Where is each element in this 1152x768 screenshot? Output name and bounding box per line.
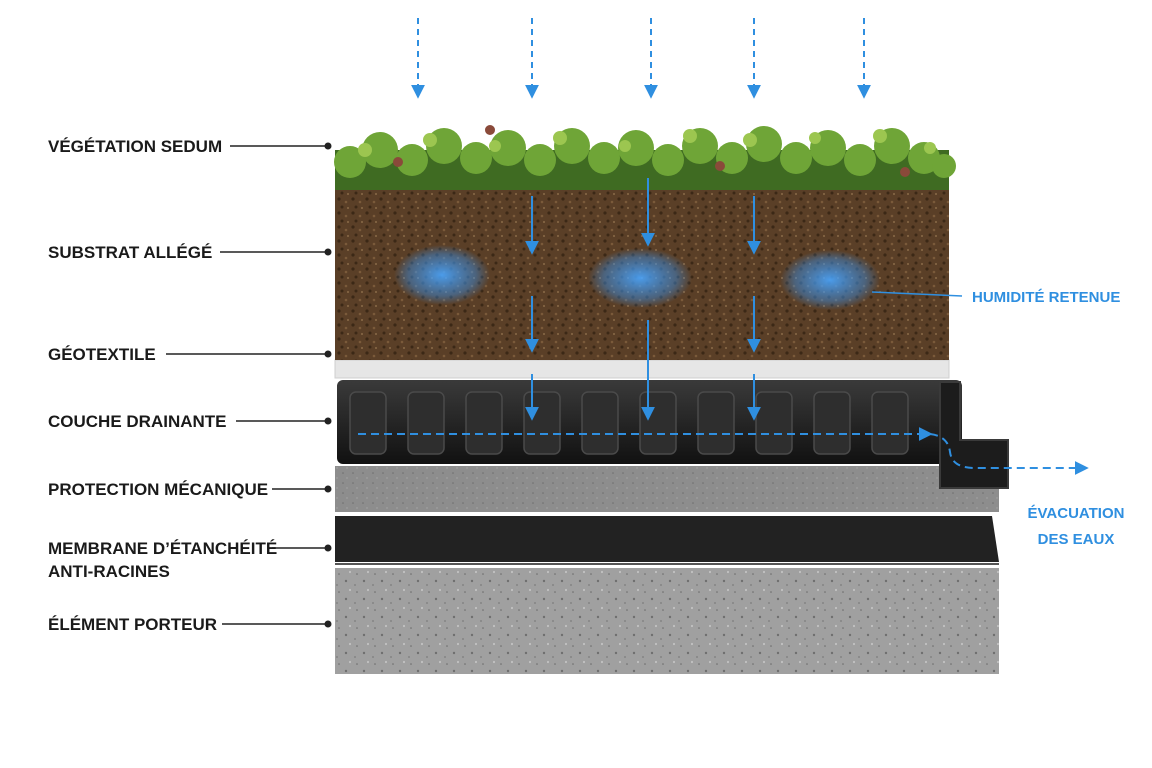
label-vegetation: VÉGÉTATION SEDUM [48,137,222,156]
layer-membrane [335,516,999,562]
layer-vegetation [334,125,956,190]
label-leaders [166,145,326,625]
infiltration-arrows [525,178,761,421]
annotation-evacuation-line2: DES EAUX [1038,531,1115,548]
moisture-spots [394,245,880,310]
layer-protection [335,466,999,512]
label-geotextile: GÉOTEXTILE [48,345,156,364]
annotation-humidite: HUMIDITÉ RETENUE [972,289,1120,306]
label-membrane-line2: ANTI-RACINES [48,562,170,581]
annotation-evacuation-line1: ÉVACUATION [1028,505,1125,522]
humidite-leader-line [871,291,963,297]
leader-dots [324,142,332,628]
layer-geotextile [334,359,950,379]
label-substrat: SUBSTRAT ALLÉGÉ [48,243,212,262]
label-protection: PROTECTION MÉCANIQUE [48,480,268,499]
label-porteur: ÉLÉMENT PORTEUR [48,615,217,634]
drainage-flow-arrow [358,427,1089,475]
label-membrane-line1: MEMBRANE D’ÉTANCHÉITÉ [48,539,277,558]
layer-element-porteur [335,568,999,674]
rain-arrows [411,18,871,99]
label-drainante: COUCHE DRAINANTE [48,412,227,431]
